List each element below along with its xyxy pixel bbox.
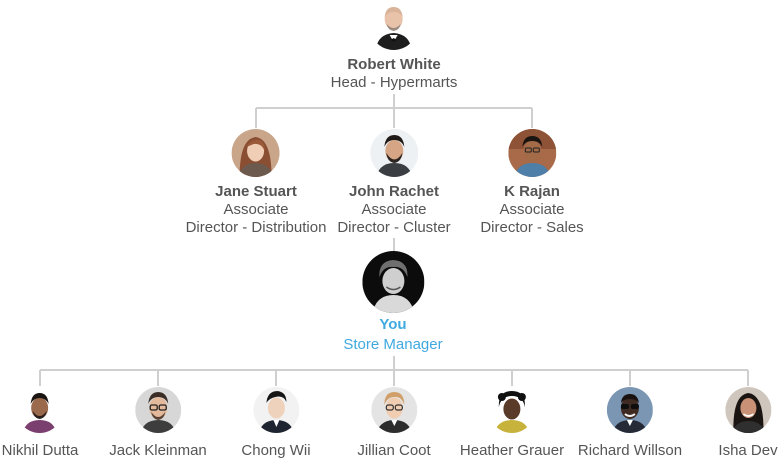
report-3-name: Chong Wii (241, 442, 311, 459)
org-node-director-2[interactable]: John Rachet Associate Director - Cluster (337, 129, 451, 237)
org-node-head[interactable]: Robert White Head - Hypermarts (330, 2, 458, 92)
director-3-title-line2: Director - Sales (480, 219, 584, 236)
org-node-report-4[interactable]: Jillian Coot (357, 387, 431, 460)
person-avatar (489, 387, 535, 433)
report-7-name: Isha Dev (718, 442, 778, 459)
report-5-name: Heather Grauer (459, 442, 565, 459)
person-avatar (361, 251, 424, 313)
org-node-director-3[interactable]: K Rajan Associate Director - Sales (480, 129, 584, 237)
person-avatar (134, 387, 181, 433)
director-3-title-line1: Associate (499, 201, 565, 218)
person-avatar (369, 2, 418, 50)
head-name: Robert White (347, 56, 441, 73)
person-avatar (606, 387, 653, 433)
person-avatar (252, 387, 299, 433)
org-node-report-7[interactable]: Isha Dev (718, 387, 778, 460)
org-node-director-1[interactable]: Jane Stuart Associate Director - Distrib… (185, 129, 327, 237)
you-name: You (379, 316, 407, 333)
person-avatar (371, 387, 417, 433)
director-1-title-line1: Associate (223, 201, 289, 218)
director-2-title-line1: Associate (361, 201, 427, 218)
director-1-title-line2: Director - Distribution (185, 219, 327, 236)
director-1-name: Jane Stuart (215, 183, 297, 200)
director-2-title-line2: Director - Cluster (337, 219, 451, 236)
you-title: Store Manager (343, 336, 443, 353)
org-node-report-3[interactable]: Chong Wii (241, 387, 311, 460)
report-4-name: Jillian Coot (357, 442, 431, 459)
org-node-report-2[interactable]: Jack Kleinman (109, 387, 207, 460)
org-node-report-1[interactable]: Nikhil Dutta (1, 387, 79, 460)
person-avatar (16, 387, 63, 433)
director-2-name: John Rachet (348, 183, 440, 200)
org-node-you[interactable]: You Store Manager (343, 251, 443, 354)
person-avatar (232, 129, 280, 177)
person-avatar (369, 129, 418, 177)
report-6-name: Richard Willson (577, 442, 683, 459)
person-avatar (724, 387, 771, 433)
director-3-name: K Rajan (504, 183, 560, 200)
report-2-name: Jack Kleinman (109, 442, 207, 459)
person-avatar (507, 129, 556, 177)
report-1-name: Nikhil Dutta (1, 442, 79, 459)
org-node-report-5[interactable]: Heather Grauer (460, 387, 564, 460)
org-node-report-6[interactable]: Richard Willson (578, 387, 682, 460)
head-title: Head - Hypermarts (330, 74, 458, 91)
